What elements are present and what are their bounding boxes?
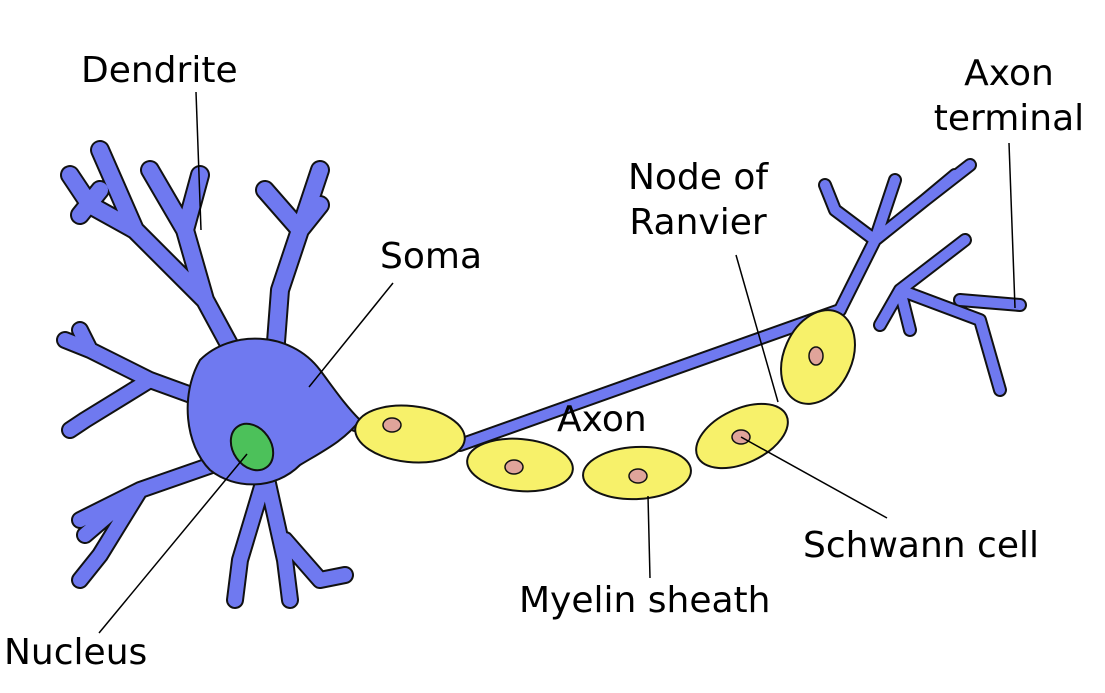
schwann-nucleus xyxy=(504,459,524,475)
schwann-nucleus xyxy=(382,417,402,433)
node-of-ranvier-line-2: Ranvier xyxy=(629,201,767,243)
axon-terminal-line-1: Axon xyxy=(964,53,1054,94)
node-of-ranvier-leader-line xyxy=(735,254,779,403)
node-of-ranvier-label: Node of Ranvier xyxy=(618,156,778,245)
schwann-nucleus xyxy=(628,468,648,484)
schwann-nuclei xyxy=(382,346,824,484)
myelin-segment xyxy=(354,404,466,464)
schwann-nucleus xyxy=(808,346,824,366)
myelin-sheath-label: Myelin sheath xyxy=(519,580,771,621)
soma-leader-line xyxy=(308,282,394,388)
schwann-cell-label: Schwann cell xyxy=(803,525,1039,566)
axon-terminal-label: Axon terminal xyxy=(924,52,1094,141)
myelin-sheath-leader-line xyxy=(647,495,651,579)
nucleus-leader-line xyxy=(98,453,248,634)
nucleus-label: Nucleus xyxy=(4,632,148,673)
dendrite-label: Dendrite xyxy=(81,50,238,91)
myelin-segments xyxy=(354,309,856,501)
axon-label: Axon xyxy=(557,399,647,440)
schwann-cell-leader-line xyxy=(740,436,888,519)
axon-terminal-leader-line xyxy=(1008,142,1016,309)
soma-body xyxy=(186,337,362,486)
nucleus-shape xyxy=(229,422,275,472)
leader-lines xyxy=(98,91,1016,634)
node-of-ranvier-line-1: Node of xyxy=(627,157,769,198)
soma-label: Soma xyxy=(380,236,483,277)
axon-terminal-line-2: terminal xyxy=(933,97,1085,139)
dendrite-leader-line xyxy=(195,91,202,231)
